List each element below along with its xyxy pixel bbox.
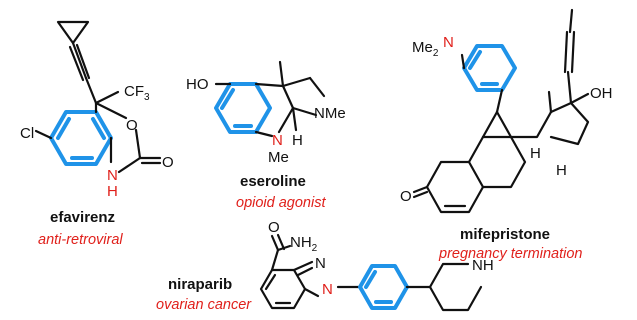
alkyne-bond-2 (68, 45, 85, 82)
niraparib-name: niraparib (168, 276, 232, 293)
efavirenz-ring-o-label: O (126, 117, 138, 134)
efavirenz-n-label: N (107, 167, 118, 184)
mifepristone-structure (412, 8, 590, 214)
hydroxyl-bond (569, 92, 590, 105)
mifepristone-phenyl-inner-2 (468, 50, 482, 70)
cf3-bond (94, 90, 120, 105)
ring-d (549, 101, 590, 146)
niraparib-n1-label: N (315, 255, 326, 272)
carboxamide-bond (270, 248, 280, 272)
niraparib-n2-label: N (322, 281, 333, 298)
efavirenz-use: anti-retroviral (38, 232, 123, 248)
eseroline-me-label: Me (268, 149, 289, 166)
efavirenz-nh-label: H (107, 183, 118, 200)
mifepristone-n-label: N (443, 34, 454, 51)
carbonyl-link (270, 234, 280, 252)
ketone-bond (412, 185, 429, 194)
pyrazole-bond-1 (292, 260, 314, 272)
mifepristone-oh-label: OH (590, 85, 613, 102)
pyrrolidine-bond-3 (291, 106, 318, 117)
dimethylamino-bond (460, 53, 466, 70)
ring-a (425, 160, 485, 214)
mifepristone-o-label: O (400, 188, 412, 205)
efavirenz-benzene-inner-3 (91, 117, 106, 140)
niraparib-phenyl-inner-2 (364, 270, 377, 289)
pyrrolidine-bond-2 (308, 76, 326, 98)
efavirenz-carbonyl-o-label: O (162, 154, 174, 171)
efavirenz-name: efavirenz (50, 209, 115, 226)
cyclopropyl-ring (56, 20, 90, 45)
alkyne-to-quaternary (84, 76, 98, 105)
alkyne-link (71, 41, 88, 80)
niraparib-structure (259, 233, 483, 312)
eseroline-ring-bond-4 (254, 130, 274, 138)
eseroline-benzene-inner-2 (220, 88, 235, 110)
mifepristone-name: mifepristone (460, 226, 550, 243)
eseroline-ring-bond-3 (277, 106, 295, 134)
eseroline-ring-bond-2 (281, 84, 295, 110)
eseroline-structure (214, 60, 326, 138)
pyrrolidine-bond-1 (281, 76, 312, 88)
propynyl-bond-2 (563, 30, 569, 74)
pyrazole-bond-2 (303, 287, 320, 298)
propynyl-methyl (568, 8, 574, 34)
mifepristone-use: pregnancy termination (438, 246, 582, 262)
mifepristone-me2-label: Me2 (412, 39, 439, 59)
eseroline-nme-label: NMe (314, 105, 346, 122)
ketone-bond-2 (412, 190, 429, 199)
efavirenz-cl-label: Cl (20, 125, 34, 142)
propynyl-bond-1 (570, 30, 576, 74)
piperidine-ring-a (428, 262, 470, 289)
efavirenz-ring-bond-4 (117, 156, 142, 174)
efavirenz-ring-bond-3 (134, 128, 142, 160)
eseroline-ring-bond-1 (254, 82, 285, 88)
efavirenz-structure (34, 20, 162, 174)
niraparib-nh-label: NH (472, 257, 494, 274)
ring-c (495, 110, 553, 139)
eseroline-n-label: N (272, 132, 283, 149)
mifepristone-h1-label: H (530, 145, 541, 162)
mifepristone-h2-label: H (556, 162, 567, 179)
aryl-bond (495, 88, 504, 114)
niraparib-o-label: O (268, 219, 280, 236)
niraparib-nh2-label: NH2 (290, 234, 318, 254)
propynyl-link (566, 70, 573, 105)
efavirenz-benzene-inner-2 (56, 117, 71, 140)
niraparib-benzene-inner-2 (264, 273, 277, 291)
alkyne-bond-1 (75, 43, 91, 80)
eseroline-use: opioid agonist (236, 195, 326, 211)
ring-c-bond (481, 110, 499, 139)
angular-methyl-bond (547, 90, 553, 114)
efavirenz-ring-bond-2 (94, 101, 128, 120)
methyl-bond (278, 60, 285, 88)
niraparib-use: ovarian cancer (156, 297, 252, 313)
pyrazole-bond-1b (296, 266, 314, 277)
carbonyl-link-2 (276, 233, 286, 251)
eseroline-h-label: H (292, 132, 303, 149)
h-bond (291, 106, 298, 132)
eseroline-name: eseroline (240, 173, 306, 190)
piperidine-ring-b (428, 285, 483, 312)
amide-n-bond (276, 244, 292, 252)
chloro-bond (34, 129, 53, 140)
niraparib-phenyl-ring (358, 264, 409, 310)
eseroline-ho-label: HO (186, 76, 209, 93)
ring-b (467, 135, 527, 189)
efavirenz-cf3-label: CF3 (124, 83, 150, 103)
